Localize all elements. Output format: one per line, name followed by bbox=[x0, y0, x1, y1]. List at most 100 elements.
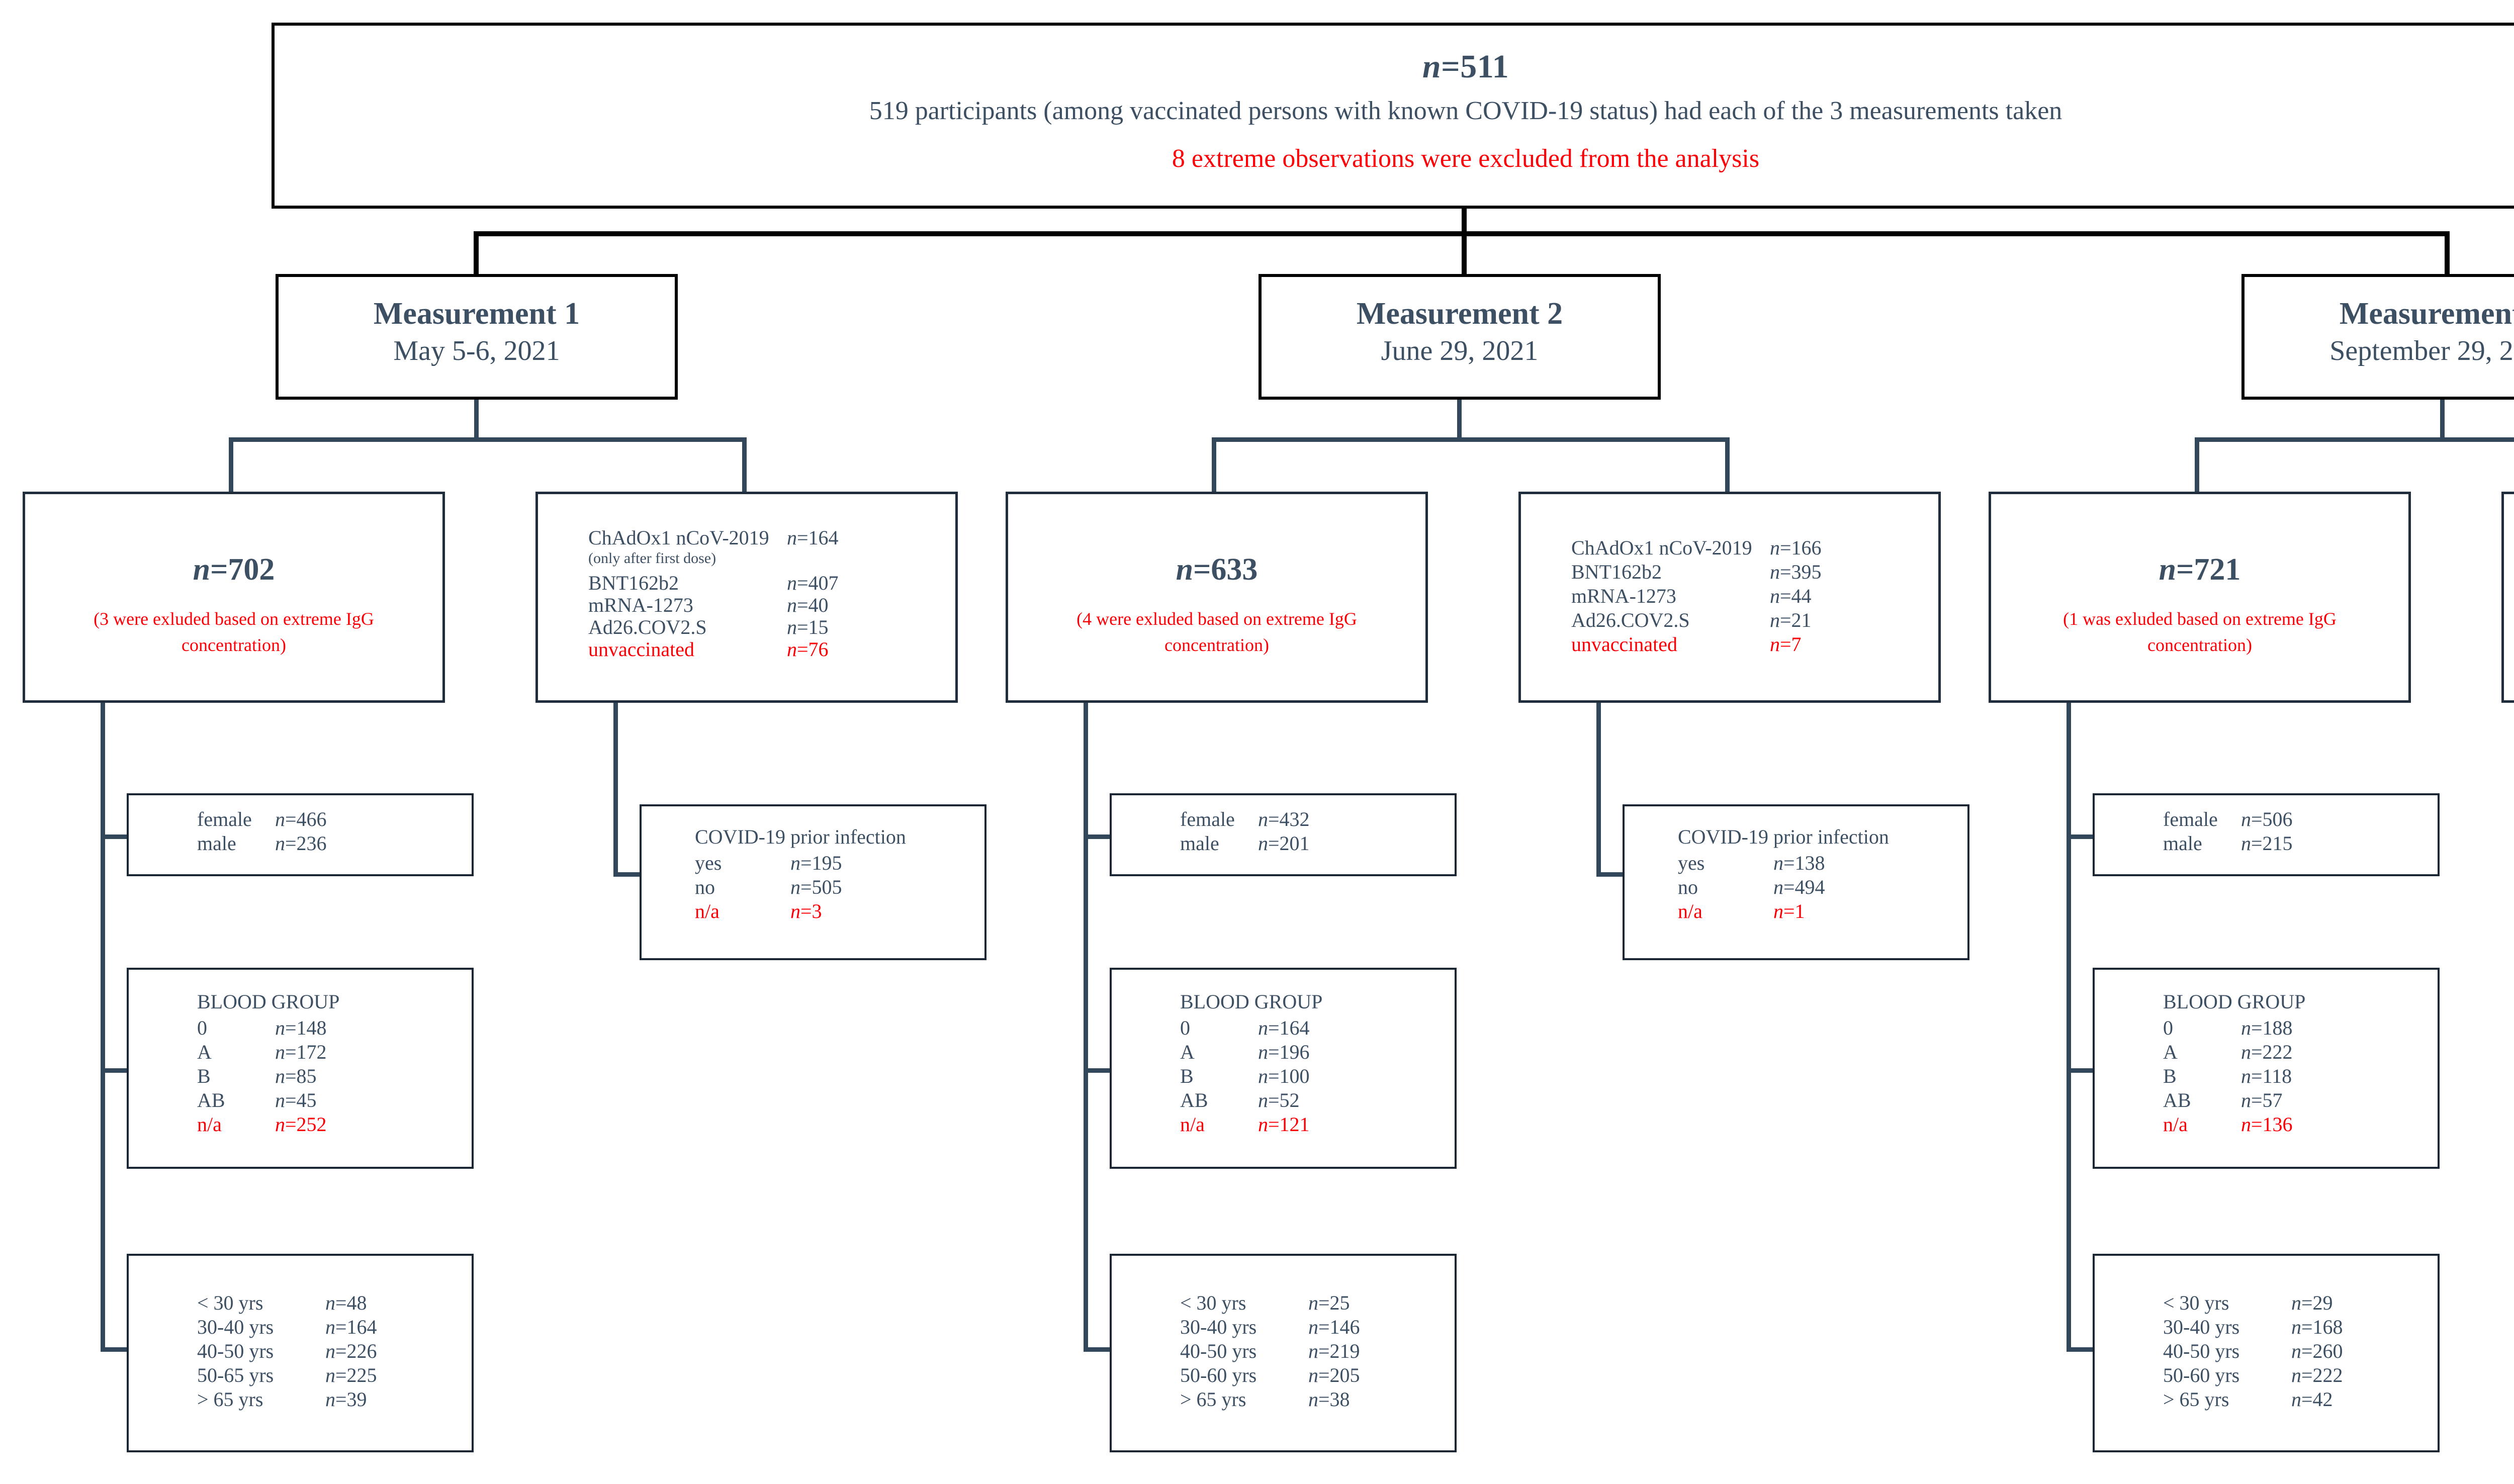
row-value: n=225 bbox=[325, 1364, 377, 1386]
row-value: n=432 bbox=[1258, 808, 1310, 830]
measurement-1-date: May 5-6, 2021 bbox=[393, 335, 560, 366]
spine-covid-1 bbox=[613, 703, 618, 876]
row-label: BNT162b2 bbox=[1571, 561, 1662, 583]
row-label: A bbox=[197, 1041, 212, 1063]
row-value: n=219 bbox=[1308, 1340, 1360, 1362]
row-label: 40-50 yrs bbox=[197, 1340, 274, 1362]
row-value: n=205 bbox=[1308, 1364, 1360, 1386]
sex-breakdown-box-1 bbox=[127, 793, 474, 876]
row-label: < 30 yrs bbox=[197, 1291, 263, 1314]
row-label: > 65 yrs bbox=[2163, 1388, 2229, 1411]
row-label: unvaccinated bbox=[588, 638, 694, 661]
row-label: 30-40 yrs bbox=[197, 1316, 274, 1338]
row-value: n=166 bbox=[1770, 536, 1822, 559]
row-label: > 65 yrs bbox=[197, 1388, 263, 1411]
row-label: mRNA-1273 bbox=[588, 594, 693, 616]
row-value: n=252 bbox=[275, 1113, 327, 1136]
covid-prior-infection-box-1 bbox=[640, 804, 986, 960]
row-label: AB bbox=[2163, 1089, 2191, 1111]
row-label: n/a bbox=[1180, 1113, 1205, 1136]
measurement-3-box bbox=[2241, 274, 2514, 400]
row-label: female bbox=[2163, 808, 2218, 830]
row-label: 0 bbox=[1180, 1016, 1190, 1039]
row-value: n=25 bbox=[1308, 1291, 1350, 1314]
row-value: n=45 bbox=[275, 1089, 317, 1111]
branch-blood-3 bbox=[2067, 1068, 2094, 1073]
row-label: no bbox=[1678, 876, 1698, 898]
row-label: ChAdOx1 nCoV-2019 bbox=[588, 526, 769, 549]
measurement-2-title: Measurement 2 bbox=[1356, 297, 1563, 331]
row-label: male bbox=[1180, 832, 1219, 855]
vaccine-breakdown-box-3 bbox=[2501, 492, 2514, 703]
row-value: n=494 bbox=[1773, 876, 1825, 898]
blood-group-title: BLOOD GROUP bbox=[2163, 990, 2306, 1013]
total-n-box-3 bbox=[1989, 492, 2411, 703]
vaccine-list-1: ChAdOx1 nCoV-2019 n=164 (only after first … bbox=[535, 503, 958, 704]
connector-to-total-box-2 bbox=[1212, 437, 1216, 493]
row-value: n=466 bbox=[275, 808, 327, 830]
row-value: n=215 bbox=[2241, 832, 2293, 855]
row-label: B bbox=[197, 1065, 211, 1087]
excluded-observations-note: 8 extreme observations were excluded fro… bbox=[1172, 144, 1760, 173]
row-value: n=100 bbox=[1258, 1065, 1310, 1087]
row-label: AB bbox=[1180, 1089, 1208, 1111]
row-label: > 65 yrs bbox=[1180, 1388, 1246, 1411]
age-group-box-2 bbox=[1110, 1254, 1457, 1452]
total-n-1: n=702 bbox=[193, 552, 275, 587]
row-value: n=222 bbox=[2291, 1364, 2343, 1386]
row-label: 40-50 yrs bbox=[2163, 1340, 2240, 1362]
row-value: n=188 bbox=[2241, 1016, 2293, 1039]
row-label: AB bbox=[197, 1089, 225, 1111]
row-label: 30-40 yrs bbox=[2163, 1316, 2240, 1338]
row-value: n=172 bbox=[275, 1041, 327, 1063]
row-value: n=201 bbox=[1258, 832, 1310, 855]
connector-measurement-3-stem bbox=[2440, 400, 2445, 440]
study-population-box bbox=[272, 23, 2514, 209]
row-value: n=85 bbox=[275, 1065, 317, 1087]
row-value: n=195 bbox=[790, 852, 842, 874]
total-n-label: n=511 bbox=[272, 50, 2514, 83]
connector-to-measurement-3 bbox=[2445, 231, 2450, 274]
blood-group-title: BLOOD GROUP bbox=[1180, 990, 1323, 1013]
connector-measurement-2-stem bbox=[1457, 400, 1462, 440]
row-label: n/a bbox=[2163, 1113, 2188, 1136]
row-label: BNT162b2 bbox=[588, 572, 679, 594]
measurement-1-box bbox=[276, 274, 678, 400]
row-label: female bbox=[1180, 808, 1235, 830]
row-label: 0 bbox=[197, 1016, 207, 1039]
measurement-1-title: Measurement 1 bbox=[373, 297, 580, 331]
row-value: n=40 bbox=[787, 594, 829, 616]
row-label: 30-40 yrs bbox=[1180, 1316, 1257, 1338]
sex-breakdown-box-3 bbox=[2093, 793, 2440, 876]
row-label: Ad26.COV2.S bbox=[588, 616, 707, 638]
measurement-3-title: Measurement 3 bbox=[2339, 297, 2514, 331]
connector-to-vaccine-box-1 bbox=[742, 437, 747, 493]
row-value: n=146 bbox=[1308, 1316, 1360, 1338]
row-value: n=136 bbox=[2241, 1113, 2293, 1136]
row-value: n=164 bbox=[787, 526, 839, 549]
row-label: unvaccinated bbox=[1571, 633, 1677, 656]
measurement-3-date: September 29, 2021 bbox=[2329, 335, 2514, 366]
connector-trunk-vertical bbox=[1462, 209, 1467, 234]
study-description-line: 519 participants (among vaccinated perso… bbox=[869, 97, 2062, 125]
row-label: male bbox=[197, 832, 236, 855]
measurement-2-date: June 29, 2021 bbox=[1381, 335, 1539, 366]
row-value: n=121 bbox=[1258, 1113, 1310, 1136]
vaccine-breakdown-box-1 bbox=[535, 492, 958, 703]
dose-note-text: (only after first dose) bbox=[588, 550, 716, 567]
row-value: n=148 bbox=[275, 1016, 327, 1039]
row-value: n=222 bbox=[2241, 1041, 2293, 1063]
row-value: n=407 bbox=[787, 572, 839, 594]
